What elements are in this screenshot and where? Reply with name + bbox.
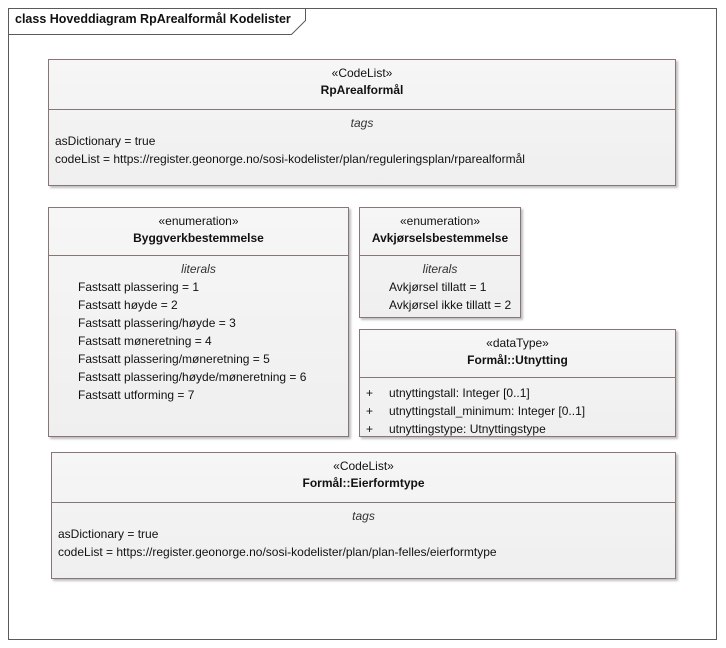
diagram-frame-tab [8, 8, 308, 35]
class-formal-eierformtype[interactable]: «CodeList» Formål::Eierformtype tags asD… [51, 452, 676, 579]
attribute-item: + utnyttingstall: Integer [0..1] [360, 384, 675, 402]
tag-list: asDictionary = true codeList = https://r… [52, 525, 675, 561]
class-rparealformal[interactable]: «CodeList» RpArealformål tags asDictiona… [48, 59, 676, 186]
attribute-text: utnyttingstype: Utnyttingstype [389, 422, 546, 436]
attribute-list: + utnyttingstall: Integer [0..1] + utnyt… [360, 378, 675, 438]
section-title: tags [350, 116, 374, 130]
stereotype-label: «enumeration» [158, 214, 239, 228]
class-avkjorselsbestemmelse[interactable]: «enumeration» Avkjørselsbestemmelse lite… [359, 207, 521, 318]
literal-item: Avkjørsel ikke tillatt = 2 [389, 298, 512, 312]
literal-item: Fastsatt plassering/møneretning = 5 [78, 352, 270, 366]
tag-item: codeList = https://register.geonorge.no/… [58, 545, 497, 559]
class-byggverkbestemmelse[interactable]: «enumeration» Byggverkbestemmelse litera… [48, 207, 349, 437]
stereotype-label: «CodeList» [331, 66, 393, 80]
literal-item: Fastsatt høyde = 2 [78, 298, 178, 312]
tag-list: asDictionary = true codeList = https://r… [49, 132, 675, 168]
stereotype-label: «CodeList» [333, 459, 394, 473]
literal-list: Avkjørsel tillatt = 1 Avkjørsel ikke til… [360, 278, 520, 314]
diagram-frame [8, 8, 717, 640]
class-name: RpArealformål [320, 83, 404, 97]
tag-item: asDictionary = true [58, 527, 159, 541]
tag-item: asDictionary = true [55, 134, 156, 148]
attribute-item: + utnyttingstype: Utnyttingstype [360, 420, 675, 438]
attribute-text: utnyttingstall_minimum: Integer [0..1] [389, 404, 586, 418]
attribute-item: + utnyttingstall_minimum: Integer [0..1] [360, 402, 675, 420]
class-name: Avkjørselsbestemmelse [371, 231, 509, 245]
literal-item: Fastsatt plassering/høyde = 3 [78, 316, 236, 330]
literal-item: Fastsatt utforming = 7 [78, 388, 195, 402]
class-header: «CodeList» Formål::Eierformtype [52, 453, 675, 503]
section-title: literals [422, 262, 458, 276]
visibility-marker: + [366, 404, 374, 418]
class-name: Formål::Utnytting [467, 353, 568, 367]
tag-item: codeList = https://register.geonorge.no/… [55, 152, 525, 166]
visibility-marker: + [366, 422, 374, 436]
literal-item: Fastsatt møneretning = 4 [78, 334, 212, 348]
class-formal-utnytting[interactable]: «dataType» Formål::Utnytting + utnytting… [359, 329, 676, 437]
section-title: literals [181, 262, 216, 276]
literal-item: Avkjørsel tillatt = 1 [389, 280, 487, 294]
class-name: Formål::Eierformtype [302, 476, 425, 490]
class-header: «enumeration» Byggverkbestemmelse [49, 208, 348, 256]
class-header: «CodeList» RpArealformål [49, 60, 675, 110]
class-name: Byggverkbestemmelse [133, 231, 264, 245]
visibility-marker: + [366, 386, 374, 400]
stereotype-label: «dataType» [486, 336, 549, 350]
attribute-text: utnyttingstall: Integer [0..1] [389, 386, 530, 400]
section-title: tags [352, 509, 375, 523]
literal-list: Fastsatt plassering = 1 Fastsatt høyde =… [49, 278, 348, 404]
stereotype-label: «enumeration» [399, 214, 481, 228]
diagram-title: class Hoveddiagram RpArealformål Kodelis… [15, 12, 291, 26]
literal-item: Fastsatt plassering/høyde/møneretning = … [78, 370, 307, 384]
class-header: «dataType» Formål::Utnytting [360, 330, 675, 378]
literal-item: Fastsatt plassering = 1 [78, 280, 200, 294]
class-header: «enumeration» Avkjørselsbestemmelse [360, 208, 520, 256]
